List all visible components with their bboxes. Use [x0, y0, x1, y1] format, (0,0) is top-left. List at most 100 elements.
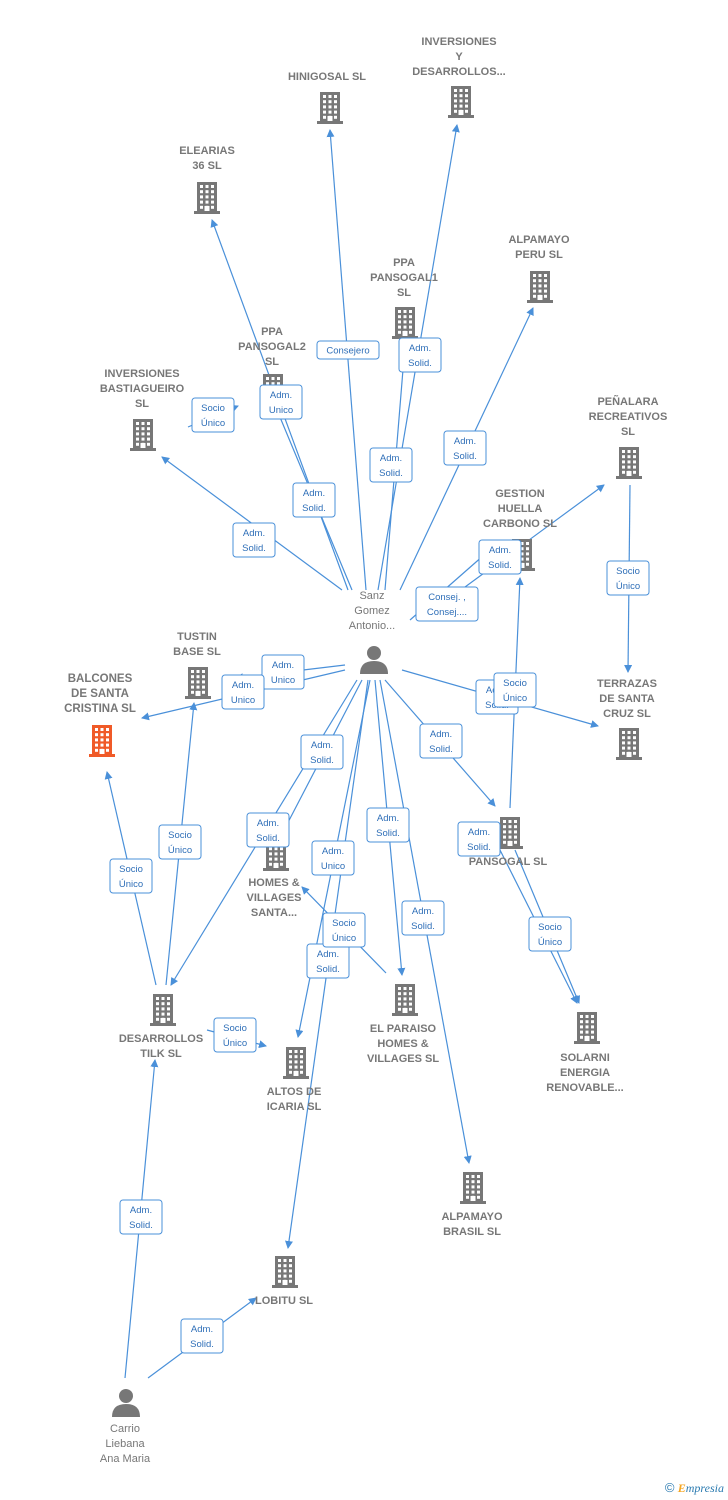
node-label: Y [455, 51, 463, 63]
node-label: PANSOGAL2 [238, 341, 306, 353]
node-hinigosal[interactable]: HINIGOSAL SL [288, 71, 366, 124]
building-icon [317, 92, 343, 124]
edge-label-text: Unico [271, 675, 295, 686]
edge-label[interactable]: Adm.Solid. [419, 723, 463, 759]
edge-label[interactable]: Adm.Solid. [366, 807, 410, 843]
edge-label-box [401, 900, 445, 936]
node-label: CARBONO SL [483, 518, 557, 530]
edge-label[interactable]: Adm.Unico [221, 674, 265, 710]
node-sanz-gomez[interactable]: SanzGomezAntonio... [349, 590, 395, 674]
edge-label-text: Adm. [243, 528, 265, 539]
node-inversiones-desarrollos[interactable]: INVERSIONESYDESARROLLOS... [412, 36, 506, 118]
edge-label[interactable]: Adm.Unico [259, 384, 303, 420]
edge-label[interactable]: Adm.Solid. [180, 1318, 224, 1354]
edge-label-text: Solid. [242, 543, 266, 554]
person-icon [360, 646, 388, 674]
node-label: Liebana [105, 1438, 145, 1450]
copyright-symbol: © [664, 1480, 675, 1495]
node-label: HUELLA [498, 503, 543, 515]
node-label: CRUZ SL [603, 708, 651, 720]
building-icon [616, 447, 642, 479]
node-alpamayo-brasil[interactable]: ALPAMAYO BRASIL SL [441, 1172, 503, 1238]
edge-label[interactable]: Consej. ,Consej.... [415, 586, 479, 622]
building-icon [616, 728, 642, 760]
edge-label-box [213, 1017, 257, 1053]
edge-label-text: Adm. [232, 680, 254, 691]
edge-label[interactable]: Adm.Solid. [300, 734, 344, 770]
edge-label[interactable]: Adm.Solid. [369, 447, 413, 483]
node-label: BRASIL SL [443, 1226, 501, 1238]
edge-label-text: Solid. [310, 755, 334, 766]
edge-label-text: Consejero [326, 346, 369, 357]
node-label: DESARROLLOS [119, 1033, 203, 1045]
edge-label[interactable]: Consejero [316, 340, 380, 360]
edge-label[interactable]: Adm.Solid. [478, 539, 522, 575]
edge-label[interactable]: Adm.Solid. [306, 943, 350, 979]
edge-label[interactable]: Adm.Solid. [246, 812, 290, 848]
edge-label-text: Unico [269, 405, 293, 416]
edge-label-box [232, 522, 276, 558]
nodes-layer: HINIGOSAL SLINVERSIONESYDESARROLLOS...EL… [64, 36, 667, 1465]
node-label: SL [397, 287, 411, 299]
edge-label[interactable]: Adm.Solid. [292, 482, 336, 518]
node-label: PPA [393, 257, 415, 269]
node-label: ALTOS DE [267, 1086, 322, 1098]
edge-label[interactable]: Adm.Solid. [457, 821, 501, 857]
edge-label-box [415, 586, 479, 622]
building-icon [460, 1172, 486, 1204]
edge-label[interactable]: Adm.Unico [311, 840, 355, 876]
node-label: ALPAMAYO [441, 1211, 503, 1223]
edge-label-box [369, 447, 413, 483]
node-lobitu[interactable]: LOBITU SL [255, 1256, 313, 1307]
node-pansogal[interactable]: PANSOGAL SL [469, 817, 548, 868]
edge-label-text: Adm. [430, 729, 452, 740]
edge-label[interactable]: Adm. Solid. [232, 522, 276, 558]
edge-label[interactable]: Adm.Solid. [398, 337, 442, 373]
edge-label-box [443, 430, 487, 466]
node-label: Ana Maria [100, 1453, 151, 1465]
edge-label[interactable]: Adm.Solid. [401, 900, 445, 936]
edge-label-text: Adm. [409, 343, 431, 354]
node-label: TUSTIN [177, 631, 217, 643]
edge-label[interactable]: Adm. Unico [261, 654, 305, 690]
edge-label-text: Socio [616, 566, 640, 577]
node-label: PPA [261, 326, 283, 338]
node-label: Carrio [110, 1423, 140, 1435]
brand-name: mpresia [685, 1481, 724, 1495]
edge-label-text: Adm. [272, 660, 294, 671]
edge-label-box [109, 858, 153, 894]
edge-label-box [316, 340, 380, 360]
edge-label[interactable]: Adm.Solid. [119, 1199, 163, 1235]
edge-label[interactable]: Adm.Solid. [443, 430, 487, 466]
building-icon [448, 86, 474, 118]
node-solarni[interactable]: SOLARNIENERGIARENOVABLE... [546, 1012, 624, 1094]
building-icon [574, 1012, 600, 1044]
edge-label-box [158, 824, 202, 860]
node-homes-villages[interactable]: HOMES &VILLAGESSANTA... [246, 839, 302, 919]
node-label: INVERSIONES [421, 36, 496, 48]
edge-label-box [322, 912, 366, 948]
edge-label-text: Adm. [322, 846, 344, 857]
node-label: LOBITU SL [255, 1295, 313, 1307]
